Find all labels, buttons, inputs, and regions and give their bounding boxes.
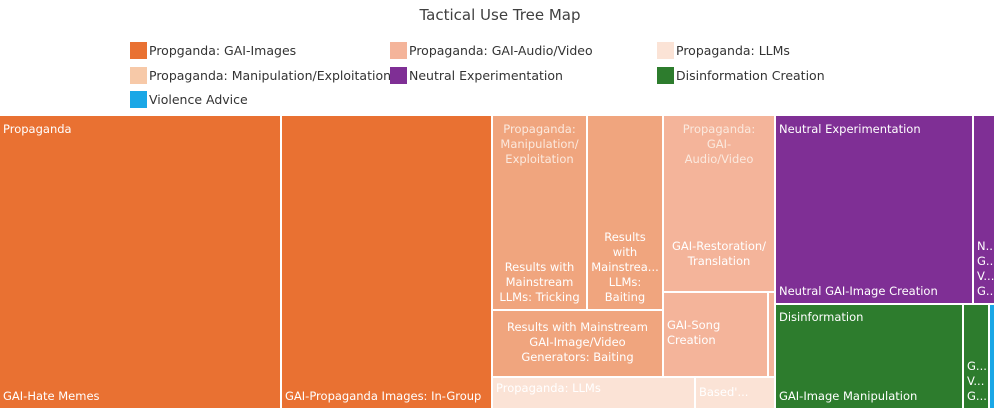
legend-item: Propaganda: Manipulation/Exploitation [130,66,391,84]
legend-label: Propaganda: GAI-Audio/Video [409,42,593,58]
tile-label: Based'... [699,385,749,399]
tile-label: GAI-Propaganda Images: In-Group [285,389,482,403]
treemap-tile[interactable] [990,305,994,408]
tile-label: GAI-Hate Memes [3,389,100,403]
tile-label: GAI-Restoration/ Translation [671,239,767,268]
legend-swatch [130,90,147,108]
group-label: Disinformation [779,310,864,324]
treemap-tile[interactable] [769,293,774,376]
legend-item: Propaganda: LLMs [657,41,790,59]
treemap-tile[interactable] [493,116,586,309]
treemap-tile[interactable] [493,311,662,376]
treemap-tile[interactable] [964,305,988,408]
treemap-tile[interactable] [696,378,774,408]
legend-label: Neutral Experimentation [409,67,563,83]
group-label: Propaganda: Manipulation/ Exploitation [500,122,579,166]
group-label: Neutral Experimentation [779,122,921,136]
legend-label: Propaganda: Manipulation/Exploitation [149,67,392,83]
tile-label: Propaganda: LLMs [496,381,601,395]
tile-label: N... G... V... G... [977,239,994,298]
tile-label: Results with Mainstream LLMs: Tricking [499,260,580,304]
tile-label: Neutral GAI-Image Creation [779,284,938,298]
treemap-tile[interactable] [776,305,962,408]
legend-label: Violence Advice [149,91,248,107]
tile-label: GAI-Song Creation [667,318,721,347]
legend-label: Propganda: GAI-Images [149,42,297,58]
tile-label: GAI-Image Manipulation [779,389,918,403]
legend-swatch [390,41,407,59]
treemap-tile[interactable] [588,116,662,309]
legend-swatch [657,41,674,59]
legend-swatch [130,41,147,59]
chart-title: Tactical Use Tree Map [419,6,581,24]
legend-item: Propaganda: GAI-Audio/Video [390,41,593,59]
legend-item: Violence Advice [130,90,248,108]
legend-item: Propganda: GAI-Images [130,41,296,59]
tile-label: Results with Mainstream GAI-Image/Video … [507,320,648,364]
treemap-tile[interactable] [776,116,972,303]
legend-swatch [390,66,407,84]
legend-label: Propaganda: LLMs [676,42,790,58]
legend-item: Neutral Experimentation [390,66,563,84]
tile-label: G... V... G... [967,359,987,403]
legend-label: Disinformation Creation [676,67,825,83]
treemap-tile[interactable] [493,378,694,408]
treemap-tile[interactable] [664,116,774,291]
legend-swatch [130,66,147,84]
tile-label: Results with Mainstrea... LLMs: Baiting [591,230,659,304]
treemap-tile[interactable] [664,293,767,376]
treemap-tile[interactable] [0,116,280,408]
legend-item: Disinformation Creation [657,66,825,84]
legend-swatch [657,66,674,84]
group-label: Propaganda [3,122,72,136]
treemap-tile[interactable] [974,116,994,303]
treemap-tile[interactable] [282,116,491,408]
group-label: Propaganda: GAI- Audio/Video [682,122,756,166]
